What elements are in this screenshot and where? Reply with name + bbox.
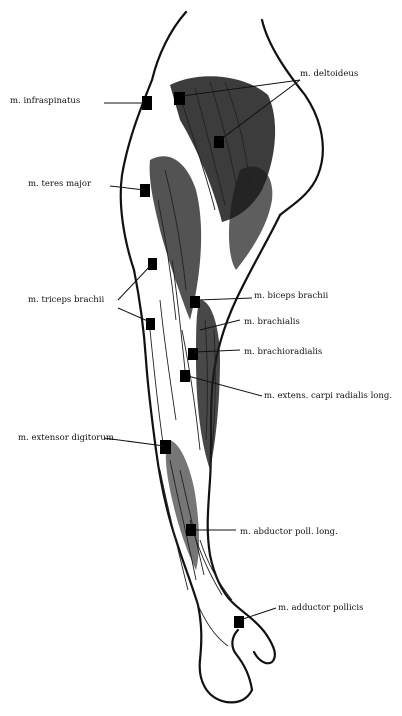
thumb-contour: [232, 630, 252, 690]
arm-illustration: [121, 12, 323, 702]
electrode-deltoid-1: [174, 92, 185, 105]
label-biceps-brachii: m. biceps brachii: [254, 291, 328, 301]
electrode-triceps-1: [148, 258, 157, 270]
triceps-shading: [150, 156, 202, 320]
electrode-brachioradialis: [188, 348, 198, 360]
upper-arm-left-contour: [134, 270, 176, 540]
forearm-shading: [166, 440, 199, 570]
label-abductor-pollicis: m. abductor poll. long.: [240, 527, 338, 537]
label-teres-major: m. teres major: [28, 179, 92, 189]
label-brachialis: m. brachialis: [244, 317, 300, 327]
label-triceps-brachii: m. triceps brachii: [28, 295, 104, 305]
electrode-triceps-2: [146, 318, 155, 330]
label-deltoideus: m. deltoideus: [300, 69, 358, 79]
label-extensor-carpi: m. extens. carpi radialis long.: [264, 391, 392, 401]
wrist-contour: [210, 555, 275, 663]
label-brachioradialis: m. brachioradialis: [244, 347, 322, 357]
electrode-teres-major: [140, 184, 150, 197]
label-infraspinatus: m. infraspinatus: [10, 96, 80, 106]
electrode-biceps: [190, 296, 200, 308]
electrode-adductor-pollicis: [234, 616, 244, 628]
label-adductor-pollicis: m. adductor pollicis: [278, 603, 364, 613]
label-extensor-digitorum: m. extensor digitorum: [18, 433, 114, 443]
electrode-extensor-digitorum: [160, 440, 171, 454]
